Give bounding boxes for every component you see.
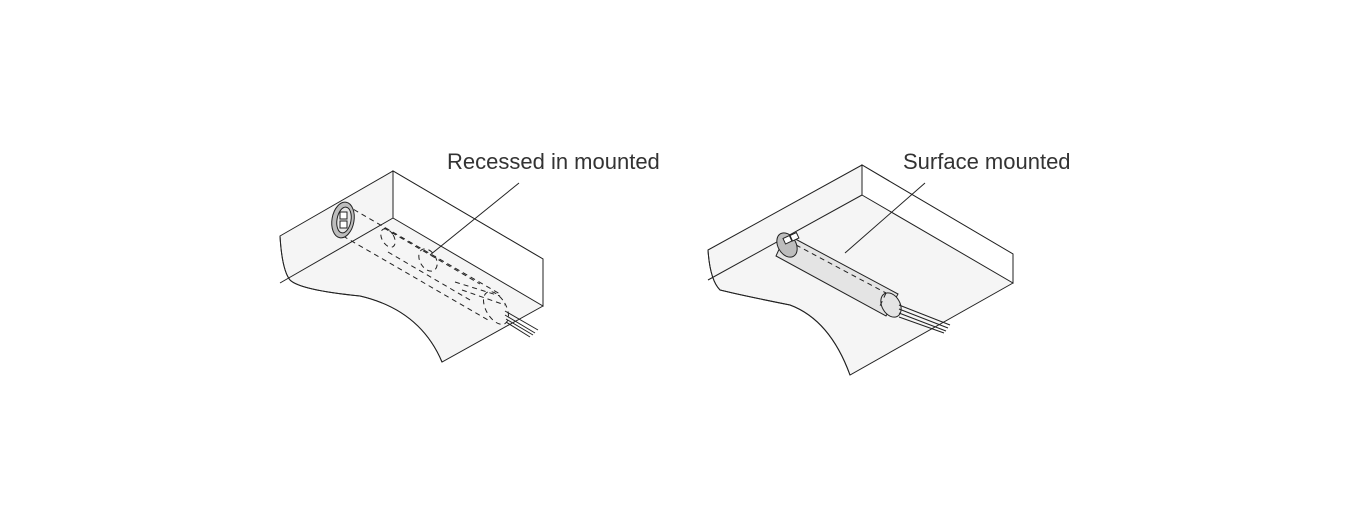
- surface-wires: [898, 304, 951, 334]
- recessed-mounted-label: Recessed in mounted: [447, 149, 660, 174]
- recessed-light-body-hidden: [342, 204, 509, 325]
- recessed-shelf-back-face: [392, 170, 544, 307]
- surface-shelf-back-face: [861, 164, 1014, 284]
- surface-leader-line: [844, 182, 926, 254]
- recessed-leader-line: [429, 182, 520, 256]
- recessed-shelf-illustration: [279, 170, 544, 363]
- surface-shelf-illustration: [707, 164, 1014, 376]
- surface-shelf-underside: [707, 164, 1014, 376]
- recessed-wires: [504, 310, 539, 338]
- surface-mounted-label: Surface mounted: [903, 149, 1071, 174]
- recessed-socket: [331, 201, 355, 239]
- recessed-shelf-inner-edge: [279, 217, 394, 284]
- recessed-shelf-front-edge: [279, 235, 443, 363]
- surface-light-body: [775, 231, 902, 318]
